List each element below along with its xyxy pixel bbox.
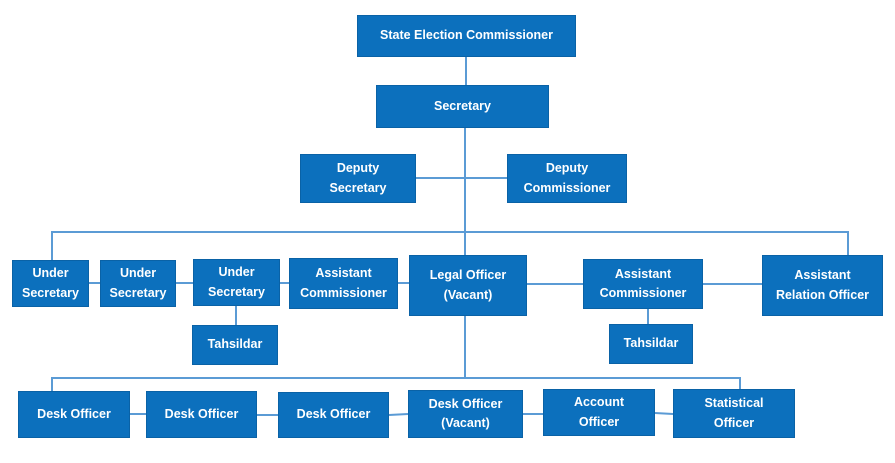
node-under-secretary-2: Under Secretary <box>100 260 176 307</box>
node-account-officer: Account Officer <box>543 389 655 436</box>
node-deputy-commissioner: Deputy Commissioner <box>507 154 627 203</box>
node-deputy-secretary: Deputy Secretary <box>300 154 416 203</box>
node-statistical-officer: Statistical Officer <box>673 389 795 438</box>
node-legal-officer: Legal Officer (Vacant) <box>409 255 527 316</box>
node-desk-officer-1: Desk Officer <box>18 391 130 438</box>
node-secretary: Secretary <box>376 85 549 128</box>
node-desk-officer-4: Desk Officer (Vacant) <box>408 390 523 438</box>
node-assistant-commissioner-1: Assistant Commissioner <box>289 258 398 309</box>
node-tahsildar-2: Tahsildar <box>609 324 693 364</box>
node-under-secretary-1: Under Secretary <box>12 260 89 307</box>
node-assistant-relation-officer: Assistant Relation Officer <box>762 255 883 316</box>
node-assistant-commissioner-2: Assistant Commissioner <box>583 259 703 309</box>
node-state-election-commissioner: State Election Commissioner <box>357 15 576 57</box>
node-desk-officer-2: Desk Officer <box>146 391 257 438</box>
node-tahsildar-1: Tahsildar <box>192 325 278 365</box>
node-desk-officer-3: Desk Officer <box>278 392 389 438</box>
node-under-secretary-3: Under Secretary <box>193 259 280 306</box>
